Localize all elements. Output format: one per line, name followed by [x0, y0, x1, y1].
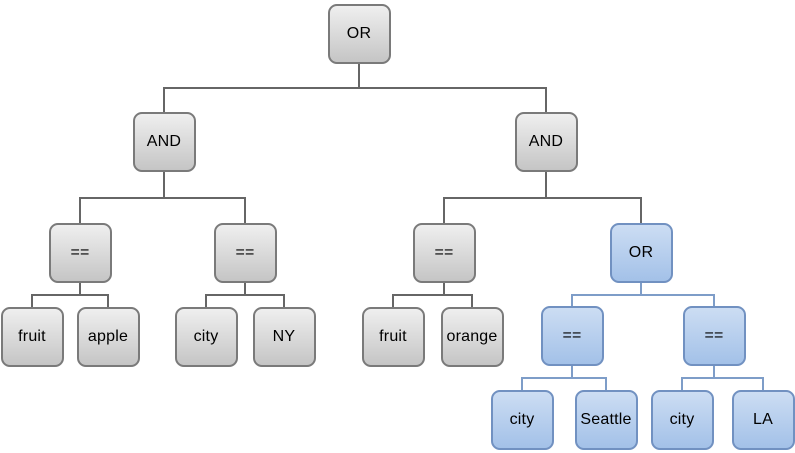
node-label: ==: [704, 327, 724, 344]
node-label: fruit: [18, 328, 46, 345]
node-label: city: [509, 411, 535, 428]
node-label: ==: [235, 244, 255, 261]
tree-node-eq-city-seattle: ==: [540, 306, 604, 366]
node-label: apple: [87, 328, 129, 345]
tree-node-or-city: OR: [609, 223, 673, 283]
node-label: Seattle: [580, 411, 632, 428]
tree-node-leaf-seattle: Seattle: [574, 390, 638, 450]
tree-node-eq-city-la: ==: [682, 306, 746, 366]
node-label: NY: [272, 328, 296, 345]
tree-node-leaf-city-1: city: [174, 307, 238, 367]
node-label: OR: [628, 244, 654, 261]
node-label: ==: [70, 244, 90, 261]
node-label: ==: [562, 327, 582, 344]
node-label: OR: [346, 25, 372, 42]
tree-node-and-left: AND: [132, 112, 196, 172]
tree-node-and-right: AND: [514, 112, 578, 172]
node-label: fruit: [379, 328, 407, 345]
tree-node-eq-fruit-apple: ==: [48, 223, 112, 283]
tree-node-leaf-fruit-2: fruit: [361, 307, 425, 367]
node-label: city: [669, 411, 695, 428]
tree-node-leaf-ny: NY: [252, 307, 316, 367]
node-label: AND: [146, 133, 182, 150]
node-label: ==: [434, 244, 454, 261]
tree-node-leaf-city-3: city: [650, 390, 714, 450]
node-label: LA: [753, 411, 773, 428]
node-label: orange: [446, 328, 498, 345]
tree-node-leaf-la: LA: [731, 390, 795, 450]
node-label: AND: [528, 133, 564, 150]
tree-node-leaf-city-2: city: [490, 390, 554, 450]
tree-node-leaf-fruit-1: fruit: [0, 307, 64, 367]
node-label: city: [193, 328, 219, 345]
tree-node-eq-fruit-orange: ==: [412, 223, 476, 283]
tree-node-leaf-orange: orange: [440, 307, 504, 367]
tree-node-eq-city-ny: ==: [213, 223, 277, 283]
tree-node-leaf-apple: apple: [76, 307, 140, 367]
tree-node-or-root: OR: [327, 4, 391, 64]
